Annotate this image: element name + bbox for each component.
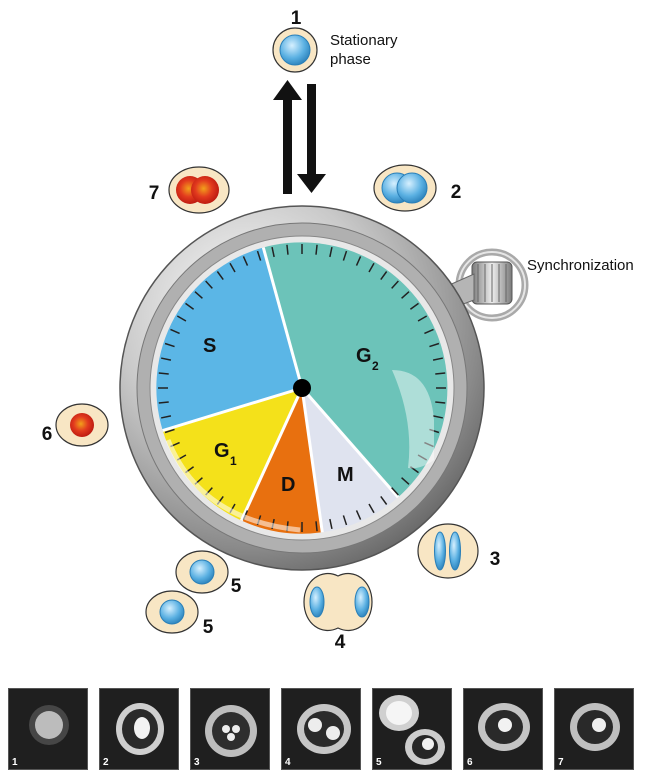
- tick-mark: [160, 415, 172, 419]
- tick-mark: [429, 342, 440, 348]
- tick-mark: [329, 246, 333, 258]
- micrograph-6-number: 6: [467, 757, 473, 768]
- stage-3-number: 3: [490, 549, 501, 570]
- tick-mark: [342, 250, 348, 261]
- stage-2-cell: [373, 164, 437, 212]
- tick-mark: [380, 271, 388, 281]
- tick-mark: [342, 515, 348, 526]
- micrograph-1-number: 1: [12, 757, 18, 768]
- stationary-phase-label-line2: phase: [330, 51, 371, 68]
- reenter-arrow-down: [297, 84, 326, 193]
- d-sector: [241, 388, 323, 534]
- tick-mark: [194, 291, 203, 299]
- stage-6-cell: [55, 403, 109, 447]
- stage-1-number: 1: [291, 8, 302, 29]
- micrograph-7-number: 7: [558, 757, 564, 768]
- tick-mark: [176, 315, 187, 322]
- stage-7-number: 7: [149, 183, 160, 204]
- stage-4-number: 4: [335, 632, 346, 653]
- tick-mark: [401, 291, 410, 299]
- tick-mark: [216, 271, 224, 281]
- stage-2-number: 2: [451, 182, 462, 203]
- stage-5-cell-lower: [145, 590, 199, 634]
- micrograph-5: 5: [372, 688, 452, 770]
- tick-mark: [417, 454, 428, 461]
- dial-hub: [293, 379, 311, 397]
- tick-mark: [164, 428, 175, 434]
- tick-mark: [315, 244, 318, 255]
- tick-mark: [432, 415, 444, 419]
- phase-label-s: S: [203, 335, 216, 357]
- tick-mark: [286, 244, 289, 255]
- tick-mark: [329, 518, 333, 530]
- tick-mark: [429, 428, 440, 434]
- micrograph-3: 3: [190, 688, 270, 770]
- tick-mark: [409, 302, 419, 310]
- tick-mark: [164, 342, 175, 348]
- m-sector: [302, 388, 399, 533]
- cell-cycle-diagram: 1 Stationary phase 7 2 Synchroniz: [42, 8, 634, 653]
- tick-mark: [242, 256, 249, 266]
- glass-highlight: [392, 370, 434, 469]
- synchronization-label: Synchronization: [527, 257, 634, 274]
- g2-sector: [263, 242, 448, 498]
- tick-mark: [355, 256, 362, 266]
- tick-mark: [170, 328, 180, 335]
- micrograph-4-number: 4: [285, 757, 291, 768]
- micrograph-2-number: 2: [103, 757, 109, 768]
- micrograph-4: 4: [281, 688, 361, 770]
- phase-label-m: M: [337, 464, 354, 486]
- tick-mark: [158, 401, 169, 404]
- stage-5-number-upper: 5: [231, 576, 242, 597]
- micrograph-7: 7: [554, 688, 634, 770]
- tick-mark: [160, 357, 172, 361]
- tick-mark: [229, 262, 236, 273]
- phase-label-g2-subscript: 2: [372, 359, 379, 373]
- stage-5-number-lower: 5: [203, 617, 214, 638]
- tick-mark: [409, 466, 419, 474]
- stage-6-number: 6: [42, 424, 53, 445]
- tick-mark: [401, 477, 410, 485]
- stage-5-cell-upper: [175, 550, 229, 594]
- tick-mark: [391, 280, 399, 289]
- tick-mark: [368, 503, 375, 514]
- tick-mark: [435, 372, 446, 375]
- tick-mark: [205, 280, 213, 289]
- tick-mark: [424, 441, 434, 448]
- stage-4-cell: [303, 572, 373, 632]
- tick-mark: [435, 401, 446, 404]
- micrograph-2: 2: [99, 688, 179, 770]
- tick-mark: [355, 510, 362, 520]
- micrograph-3-number: 3: [194, 757, 200, 768]
- tick-mark: [158, 372, 169, 375]
- stage-1-cell: [272, 27, 318, 73]
- micrograph-5-number: 5: [376, 757, 382, 768]
- stationary-phase-label-line1: Stationary: [330, 32, 398, 49]
- tick-mark: [391, 487, 399, 496]
- phase-label-g2: G: [356, 345, 372, 367]
- exit-arrow-up: [273, 80, 302, 194]
- tick-mark: [417, 315, 428, 322]
- tick-mark: [256, 250, 262, 261]
- tick-mark: [315, 521, 318, 532]
- tick-mark: [271, 246, 275, 258]
- stage-3-cell: [417, 523, 479, 579]
- phase-label-d: D: [281, 474, 295, 496]
- phase-label-g1-subscript: 1: [230, 454, 237, 468]
- tick-mark: [424, 328, 434, 335]
- tick-mark: [380, 495, 388, 505]
- tick-mark: [432, 357, 444, 361]
- micrograph-1: 1: [8, 688, 88, 770]
- s-sector: [156, 247, 302, 431]
- micrograph-6: 6: [463, 688, 543, 770]
- glass-reflection: [165, 439, 301, 533]
- stage-7-cell: [168, 166, 230, 214]
- tick-mark: [185, 302, 195, 310]
- tick-mark: [368, 262, 375, 273]
- phase-label-g1: G: [214, 440, 230, 462]
